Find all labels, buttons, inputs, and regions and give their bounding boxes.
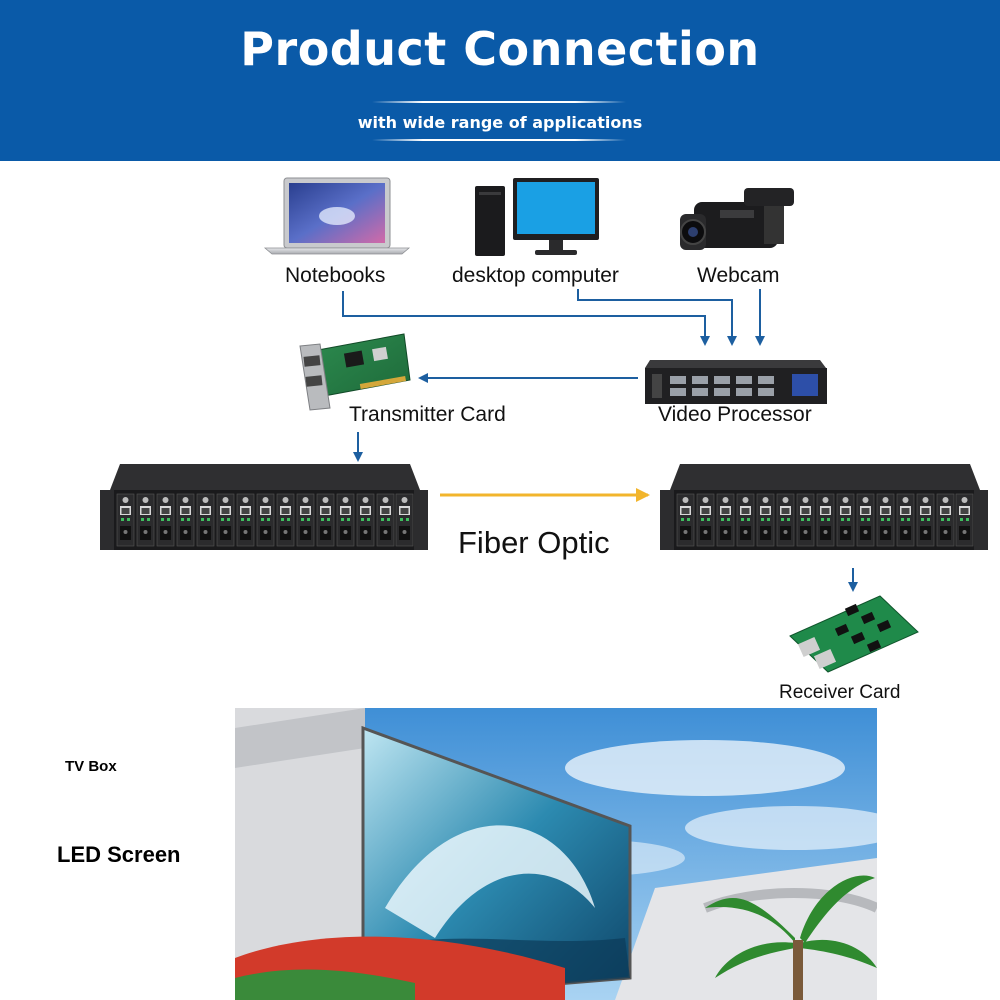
receiver-card-icon [789,595,919,673]
video-processor-icon [645,360,827,404]
label-transmitter-card: Transmitter Card [349,403,506,426]
diagram-graphics [100,177,988,673]
laptop-icon [263,177,411,255]
camcorder-icon [680,188,794,250]
page-title: Product Connection [240,22,760,76]
left-converter-chassis [100,464,428,550]
subtitle-rule-top [372,101,626,103]
right-converter-chassis [660,464,988,550]
label-receiver-card: Receiver Card [779,682,901,703]
desktop-computer-icon [475,178,599,256]
label-webcam: Webcam [697,264,780,287]
outdoor-led-billboard-photo [235,708,877,1000]
source-connectors [342,289,858,592]
subtitle-rule-bottom [372,139,626,141]
led-screen-label: LED Screen [57,842,181,867]
page-subtitle: with wide range of applications [357,113,643,132]
header-banner: Product Connection with wide range of ap… [0,0,1000,161]
label-video-processor: Video Processor [658,403,812,426]
label-notebooks: Notebooks [285,264,386,287]
connection-diagram: Notebooks desktop computer Webcam Transm… [0,161,1000,709]
label-desktop-computer: desktop computer [452,264,619,287]
tv-box-label: TV Box [65,758,117,775]
transmitter-card-icon [299,333,411,411]
label-fiber-optic: Fiber Optic [458,525,610,560]
